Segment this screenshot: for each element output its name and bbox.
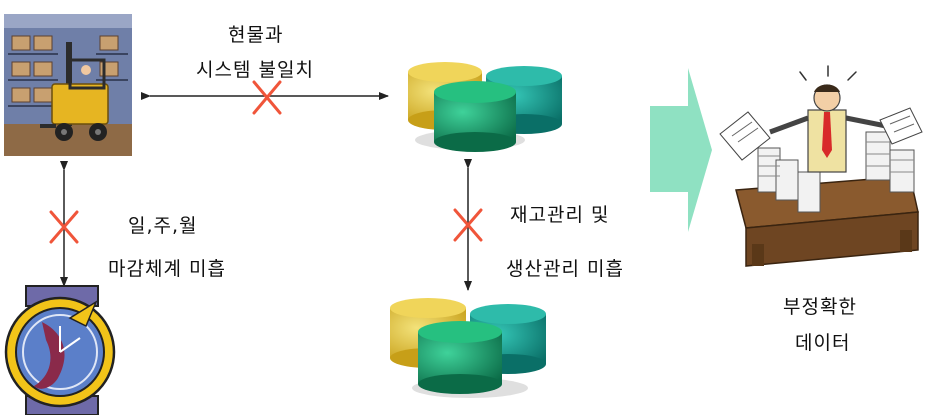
cross-mark-top xyxy=(252,80,282,115)
cross-mark-left xyxy=(49,210,79,244)
warehouse-forklift-icon xyxy=(4,14,132,156)
database-cylinders-icon xyxy=(390,298,546,398)
label-mid-mgmt-2: 생산관리 미흡 xyxy=(506,258,624,280)
stressed-worker-icon xyxy=(719,65,923,267)
database-cylinders-icon xyxy=(408,62,562,152)
result-arrow xyxy=(650,68,712,232)
label-result-1: 부정확한 xyxy=(783,296,857,318)
label-mid-mgmt-1: 재고관리 및 xyxy=(510,204,610,226)
label-left-close-1: 일,주,월 xyxy=(128,215,198,237)
clock-watch-icon xyxy=(4,285,116,415)
label-result-2: 데이터 xyxy=(795,332,851,354)
label-left-close-2: 마감체계 미흡 xyxy=(108,258,226,280)
cross-mark-mid xyxy=(453,208,483,242)
label-top-mismatch-2: 시스템 불일치 xyxy=(196,59,314,81)
label-top-mismatch-1: 현물과 xyxy=(228,24,284,46)
